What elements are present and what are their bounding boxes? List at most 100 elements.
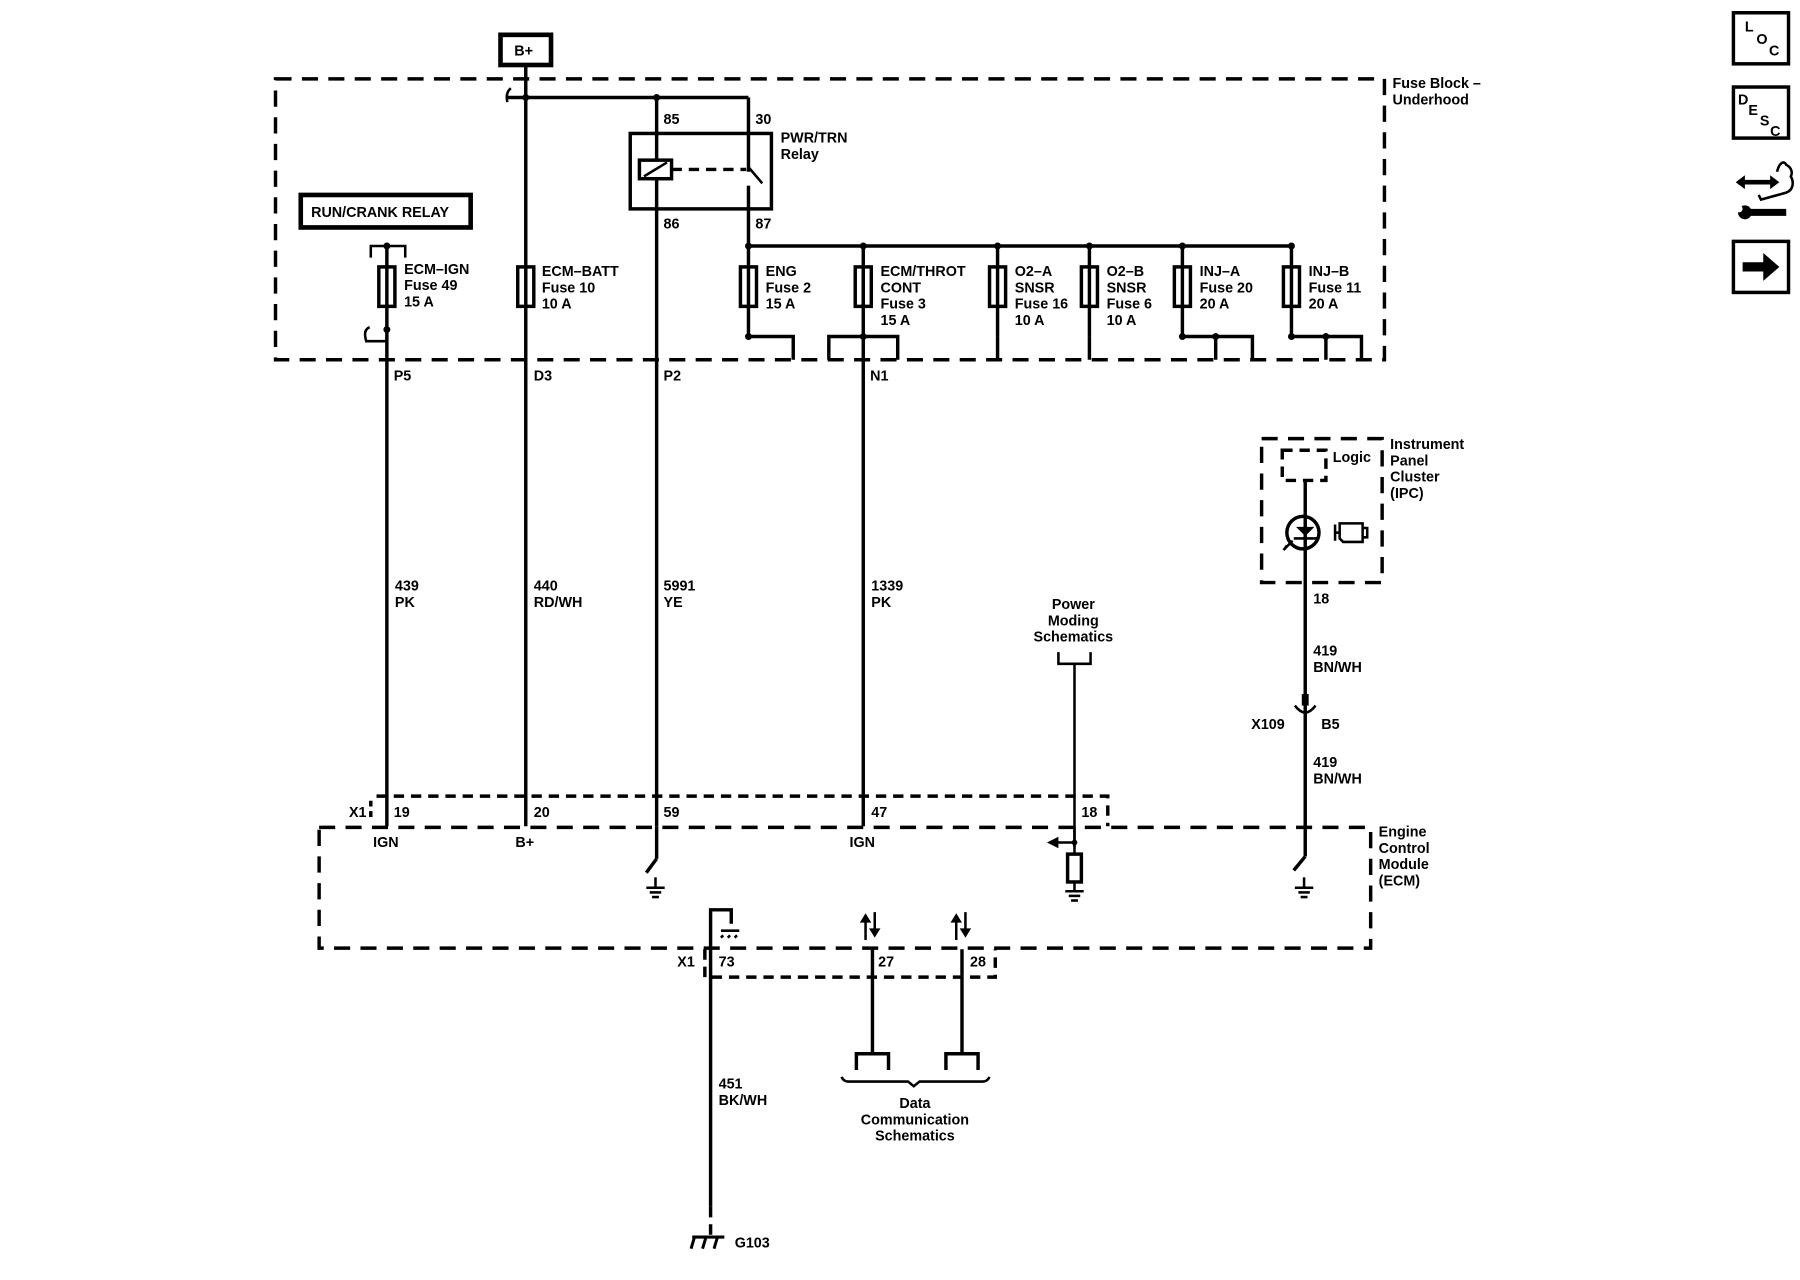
wire-1339-circuit: 1339 bbox=[871, 579, 903, 595]
fuse-label: 15 A bbox=[880, 313, 910, 329]
ecm-pin-19-function: IGN bbox=[373, 835, 398, 851]
ecm-pin-47-function: IGN bbox=[849, 835, 874, 851]
bidirectional-arrow-icon bbox=[950, 912, 972, 940]
x1-top-connector bbox=[376, 794, 1110, 827]
pwr-trn-relay: 85 30 86 87 PWR/TRN Relay bbox=[628, 97, 847, 827]
check-engine-icon bbox=[1333, 522, 1369, 544]
ecm-pin-59: 59 bbox=[664, 805, 680, 821]
loc-letter-l: L bbox=[1745, 19, 1754, 35]
splice-break-icon bbox=[505, 87, 512, 103]
desc-letter-s: S bbox=[1760, 113, 1770, 129]
wire-419-color-upper: BN/WH bbox=[1313, 660, 1362, 676]
data-comm-1: Data bbox=[899, 1096, 931, 1112]
fuse-0-rating: 15 A bbox=[404, 294, 434, 310]
chassis-ground-icon bbox=[720, 929, 740, 939]
bus-fuse bbox=[1172, 242, 1255, 360]
splice-dot bbox=[1288, 242, 1295, 250]
splice-dot bbox=[522, 93, 530, 101]
fuse-label: Fuse 20 bbox=[1200, 280, 1253, 296]
wire-5991-circuit: 5991 bbox=[664, 579, 696, 595]
ecm-pin-20: 20 bbox=[534, 805, 550, 821]
fuse-label: 15 A bbox=[766, 297, 796, 313]
ipc-title-1: Instrument bbox=[1390, 437, 1464, 453]
bidirectional-arrow-icon bbox=[859, 912, 881, 940]
ecm-pin-27: 27 bbox=[878, 955, 894, 971]
location-button[interactable]: L O C bbox=[1731, 11, 1791, 66]
pulldown-resistor-icon bbox=[1046, 826, 1084, 902]
wire-439-circuit: 439 bbox=[395, 579, 419, 595]
power-moding-reference[interactable]: Power Moding Schematics bbox=[1034, 597, 1114, 666]
run-crank-relay-label: RUN/CRANK RELAY bbox=[311, 205, 449, 221]
ground-g103-icon bbox=[689, 1235, 725, 1250]
splice-dot bbox=[1085, 242, 1093, 250]
ecm-outline bbox=[317, 825, 1373, 950]
splice-dot bbox=[745, 242, 752, 250]
wire-419-circuit-upper: 419 bbox=[1313, 644, 1337, 660]
pin-n1: N1 bbox=[870, 369, 888, 385]
relay-pin-85: 85 bbox=[664, 112, 680, 128]
fuse-block-title-2: Underhood bbox=[1392, 92, 1468, 108]
wire-ground-451 bbox=[708, 908, 733, 1207]
loc-letter-o: O bbox=[1756, 32, 1767, 48]
fuse-label: CONT bbox=[880, 280, 921, 296]
x1-bottom-connector bbox=[703, 949, 998, 979]
fuse-label: ECM/THROT bbox=[880, 264, 965, 280]
lamp-driver-switch-icon bbox=[1292, 826, 1314, 899]
fuse-label: Fuse 16 bbox=[1015, 297, 1068, 313]
x109-name: X109 bbox=[1251, 717, 1284, 733]
run-crank-relay-box: RUN/CRANK RELAY bbox=[298, 192, 473, 230]
ipc-pin-18: 18 bbox=[1313, 591, 1329, 607]
relay-pin-86: 86 bbox=[664, 217, 680, 233]
loc-letter-c: C bbox=[1769, 44, 1780, 60]
power-moding-1: Power bbox=[1052, 597, 1095, 613]
fuse-1-rating: 10 A bbox=[542, 297, 572, 313]
ecm-pin-18: 18 bbox=[1081, 805, 1097, 821]
engine-control-module: Engine Control Module (ECM) X1 19 20 59 … bbox=[317, 794, 1430, 1207]
wire-439-color: PK bbox=[395, 595, 415, 611]
hand-icon bbox=[1757, 161, 1794, 202]
x1-top-label: X1 bbox=[349, 805, 367, 821]
wrench-icon bbox=[1744, 208, 1787, 216]
wire-440-circuit: 440 bbox=[534, 579, 558, 595]
data-comm-3: Schematics bbox=[875, 1129, 955, 1145]
fuse-label: INJ–B bbox=[1309, 264, 1350, 280]
data-comm-2: Communication bbox=[861, 1112, 969, 1128]
x1-bottom-label: X1 bbox=[677, 955, 695, 971]
ipc-logic-label: Logic bbox=[1333, 450, 1371, 466]
battery-positive-box: B+ bbox=[498, 32, 554, 68]
power-moding-2: Moding bbox=[1048, 613, 1099, 629]
fuse-label: Fuse 3 bbox=[880, 297, 925, 313]
bus-fuse bbox=[1079, 242, 1100, 360]
x109-pin: B5 bbox=[1321, 717, 1339, 733]
desc-letter-d: D bbox=[1738, 92, 1748, 108]
ecm-pin-73: 73 bbox=[719, 955, 735, 971]
fuse-0-name: ECM–IGN bbox=[404, 262, 469, 278]
fuse-label: ENG bbox=[766, 264, 797, 280]
wire-1339-color: PK bbox=[871, 595, 891, 611]
desc-letter-c: C bbox=[1770, 124, 1781, 140]
ecm-pin-47: 47 bbox=[871, 805, 887, 821]
x109-inline-connector: X109 B5 bbox=[1251, 693, 1340, 733]
data-communication-reference[interactable]: Data Communication Schematics bbox=[861, 1096, 969, 1145]
repair-procedure-button[interactable] bbox=[1735, 161, 1794, 220]
splice-dot bbox=[994, 242, 1002, 250]
fuse-block-title-1: Fuse Block – bbox=[1392, 76, 1480, 92]
relay-pin-30: 30 bbox=[755, 112, 771, 128]
wire-419-color-lower: BN/WH bbox=[1313, 771, 1362, 787]
fuse-label: INJ–A bbox=[1200, 264, 1241, 280]
description-button[interactable]: D E S C bbox=[1731, 85, 1791, 140]
bus-fuse bbox=[987, 242, 1008, 360]
next-page-button[interactable] bbox=[1731, 239, 1791, 295]
wire-451-color: BK/WH bbox=[719, 1093, 768, 1109]
ecm-title-3: Module bbox=[1379, 857, 1429, 873]
fuse-0-number: Fuse 49 bbox=[404, 278, 457, 294]
fuse-label: O2–B bbox=[1107, 264, 1144, 280]
pin-d3: D3 bbox=[534, 369, 552, 385]
fuse-label: O2–A bbox=[1015, 264, 1053, 280]
wire-440-color: RD/WH bbox=[534, 595, 583, 611]
ecm-pin-20-function: B+ bbox=[515, 835, 534, 851]
ecm-pin-19: 19 bbox=[394, 805, 410, 821]
ecm-title-2: Control bbox=[1379, 841, 1430, 857]
